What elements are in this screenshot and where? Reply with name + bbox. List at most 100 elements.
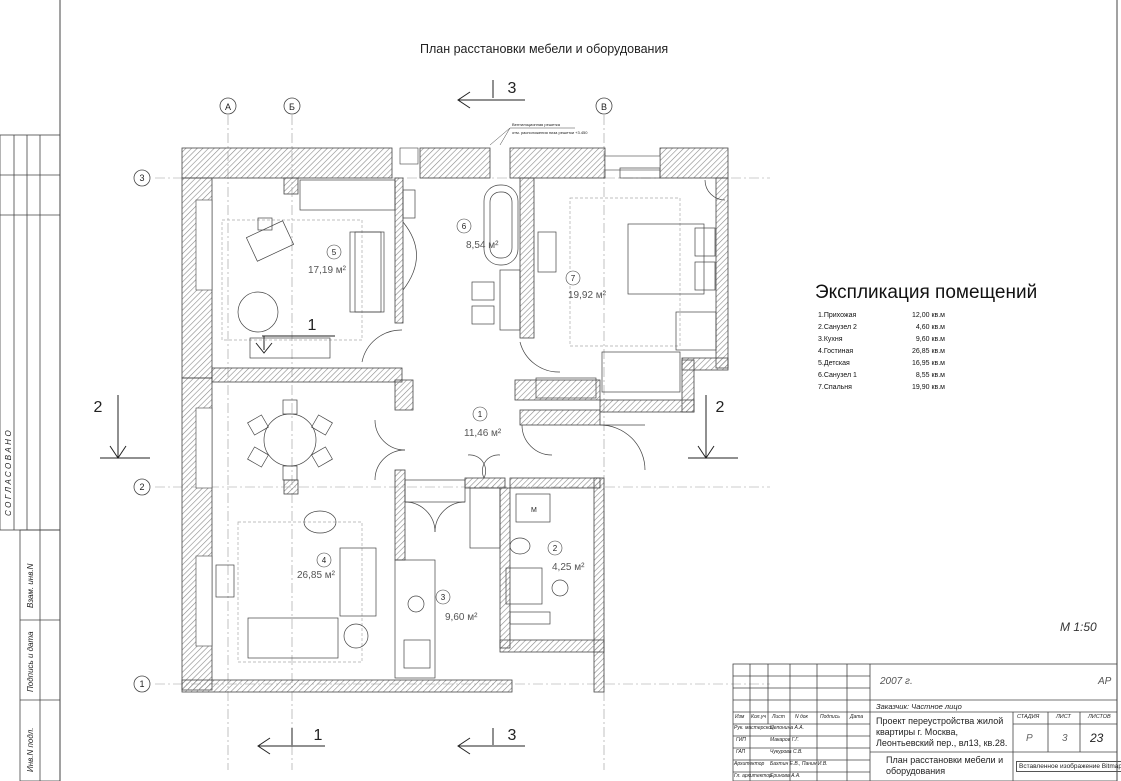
sheet-value: 3 [1062,733,1068,744]
axis-bubble-3 [133,169,151,187]
sheet-name: План расстановки мебели и оборудования [886,755,1004,776]
furniture-room-6 [402,184,521,331]
role-2: ГИП [736,737,746,743]
section-mark-2-right [688,395,738,459]
section-mark-1-interior [255,335,335,354]
explication-area: 19,90 кв.м [911,384,945,391]
room-number-7: 7 [571,274,576,283]
room-area-5: 17,19 м² [308,265,347,276]
furniture-room-2 [505,493,569,625]
vent-note-line1: Вентиляционная решетка [512,122,561,127]
room-bubble-6 [456,218,472,234]
explication-name: 5.Детская [818,360,850,367]
axis-bubble-a [219,97,237,115]
header-list: Лист [772,714,785,720]
approved-label: СОГЛАСОВАНО [4,427,13,516]
section-label-1-interior: 1 [308,317,317,334]
explication-name: 1.Прихожая [818,312,857,319]
room-area-3: 9,60 м² [445,612,478,623]
axis-label-v: В [601,102,607,112]
room-bubble-4 [316,552,332,568]
section-mark-3-bottom [457,728,525,755]
explication-row: 3.Кухня 9,60 кв.м [818,336,948,345]
room-number-5: 5 [332,248,337,257]
wardrobe [404,479,501,549]
room-number-4: 4 [322,556,327,565]
explication-area: 26,85 кв.м [911,348,945,355]
vent-annotation [489,127,575,146]
explication-name: 3.Кухня [818,336,843,343]
sheet-header: ЛИСТ [1056,714,1071,720]
window-left-3 [195,555,213,647]
client-label: Заказчик: Частное лицо [876,702,962,711]
explication-row: 6.Санузел 1 8,55 кв.м [818,372,948,381]
role-4: Архитектор [734,761,765,767]
room-bubble-1 [472,406,488,422]
explication-row: 4.Гостиная 26,85 кв.м [818,348,948,357]
year-label: 2007 г. [880,676,913,687]
inv-replace-label: Взам. инв.N [26,563,35,608]
room-area-4: 26,85 м² [297,570,336,581]
header-date: Дата [850,714,864,720]
explication-row: 2.Санузел 2 4,60 кв.м [818,324,948,333]
furniture-label-m: М [531,507,537,514]
explication-name: 2.Санузел 2 [818,324,857,331]
section-label-1-bottom: 1 [314,727,323,744]
embedded-bitmap-label: Вставленное изображение Bitmap [1016,761,1121,772]
explication-area: 12,00 кв.м [911,312,945,319]
explication-row: 7.Спальня 19,90 кв.м [818,384,948,393]
window-left-2 [195,407,213,489]
axis-bubble-b [283,97,301,115]
room-area-7: 19,92 м² [568,290,607,301]
section-label-2-right: 2 [716,399,725,416]
section-mark-1-bottom [257,728,325,755]
sign-date-label: Подпись и дата [26,631,35,692]
section-label-2-left: 2 [94,399,103,416]
person-1: Цепонина А.А. [770,725,804,731]
axis-bubble-v [595,97,613,115]
axis-label-2: 2 [139,482,144,492]
section-label-3-top: 3 [508,80,517,97]
explication-name: 7.Спальня [818,384,852,391]
explication-name: 4.Гостиная [818,348,854,355]
room-area-2: 4,25 м² [552,562,585,573]
room-bubble-5 [326,244,342,260]
explication-area: 9,60 кв.м [915,336,945,343]
inv-orig-label: Инв.N подл. [26,727,35,772]
sheets-value: 23 [1090,731,1104,745]
room-number-3: 3 [441,593,446,602]
header-sign: Подпись [820,714,840,720]
room-area-6: 8,54 м² [466,240,499,251]
section-label-3-bottom: 3 [508,727,517,744]
interior-walls [211,177,601,649]
axis-label-b: Б [289,102,295,112]
header-izm: Изм [735,714,745,720]
explication-row: 1.Прихожая 12,00 кв.м [818,312,948,321]
explication-area: 8,55 кв.м [915,372,945,379]
section-mark-2-left [100,395,150,459]
window-top-2 [399,147,419,165]
explication-title: Экспликация помещений [815,282,1038,303]
person-5: Еринова А.А. [770,773,801,779]
scale-label: М 1:50 [1060,620,1097,634]
person-2: Макаров Г.Г. [770,737,799,743]
room-number-1: 1 [478,410,483,419]
person-4: Бахтин Е.В., Панин И.В. [770,761,828,767]
stage-value: Р [1026,733,1033,744]
furniture-room-5 [221,179,396,359]
axis-label-a: А [225,102,231,112]
room-number-2: 2 [553,544,558,553]
room-bubble-7 [565,270,581,286]
explication-name: 6.Санузел 1 [818,372,857,379]
window-top-1 [604,155,661,171]
sheets-header: ЛИСТОВ [1088,714,1111,720]
project-name: Проект переустройства жилой квартиры г. … [876,716,1008,748]
furniture-room-3 [394,559,436,679]
axis-label-1: 1 [139,679,144,689]
person-3: Чукурова С.В. [770,749,803,755]
explication-area: 4,60 кв.м [915,324,945,331]
role-1: Рук. мастерской [734,725,774,731]
grid-axes [155,115,770,770]
